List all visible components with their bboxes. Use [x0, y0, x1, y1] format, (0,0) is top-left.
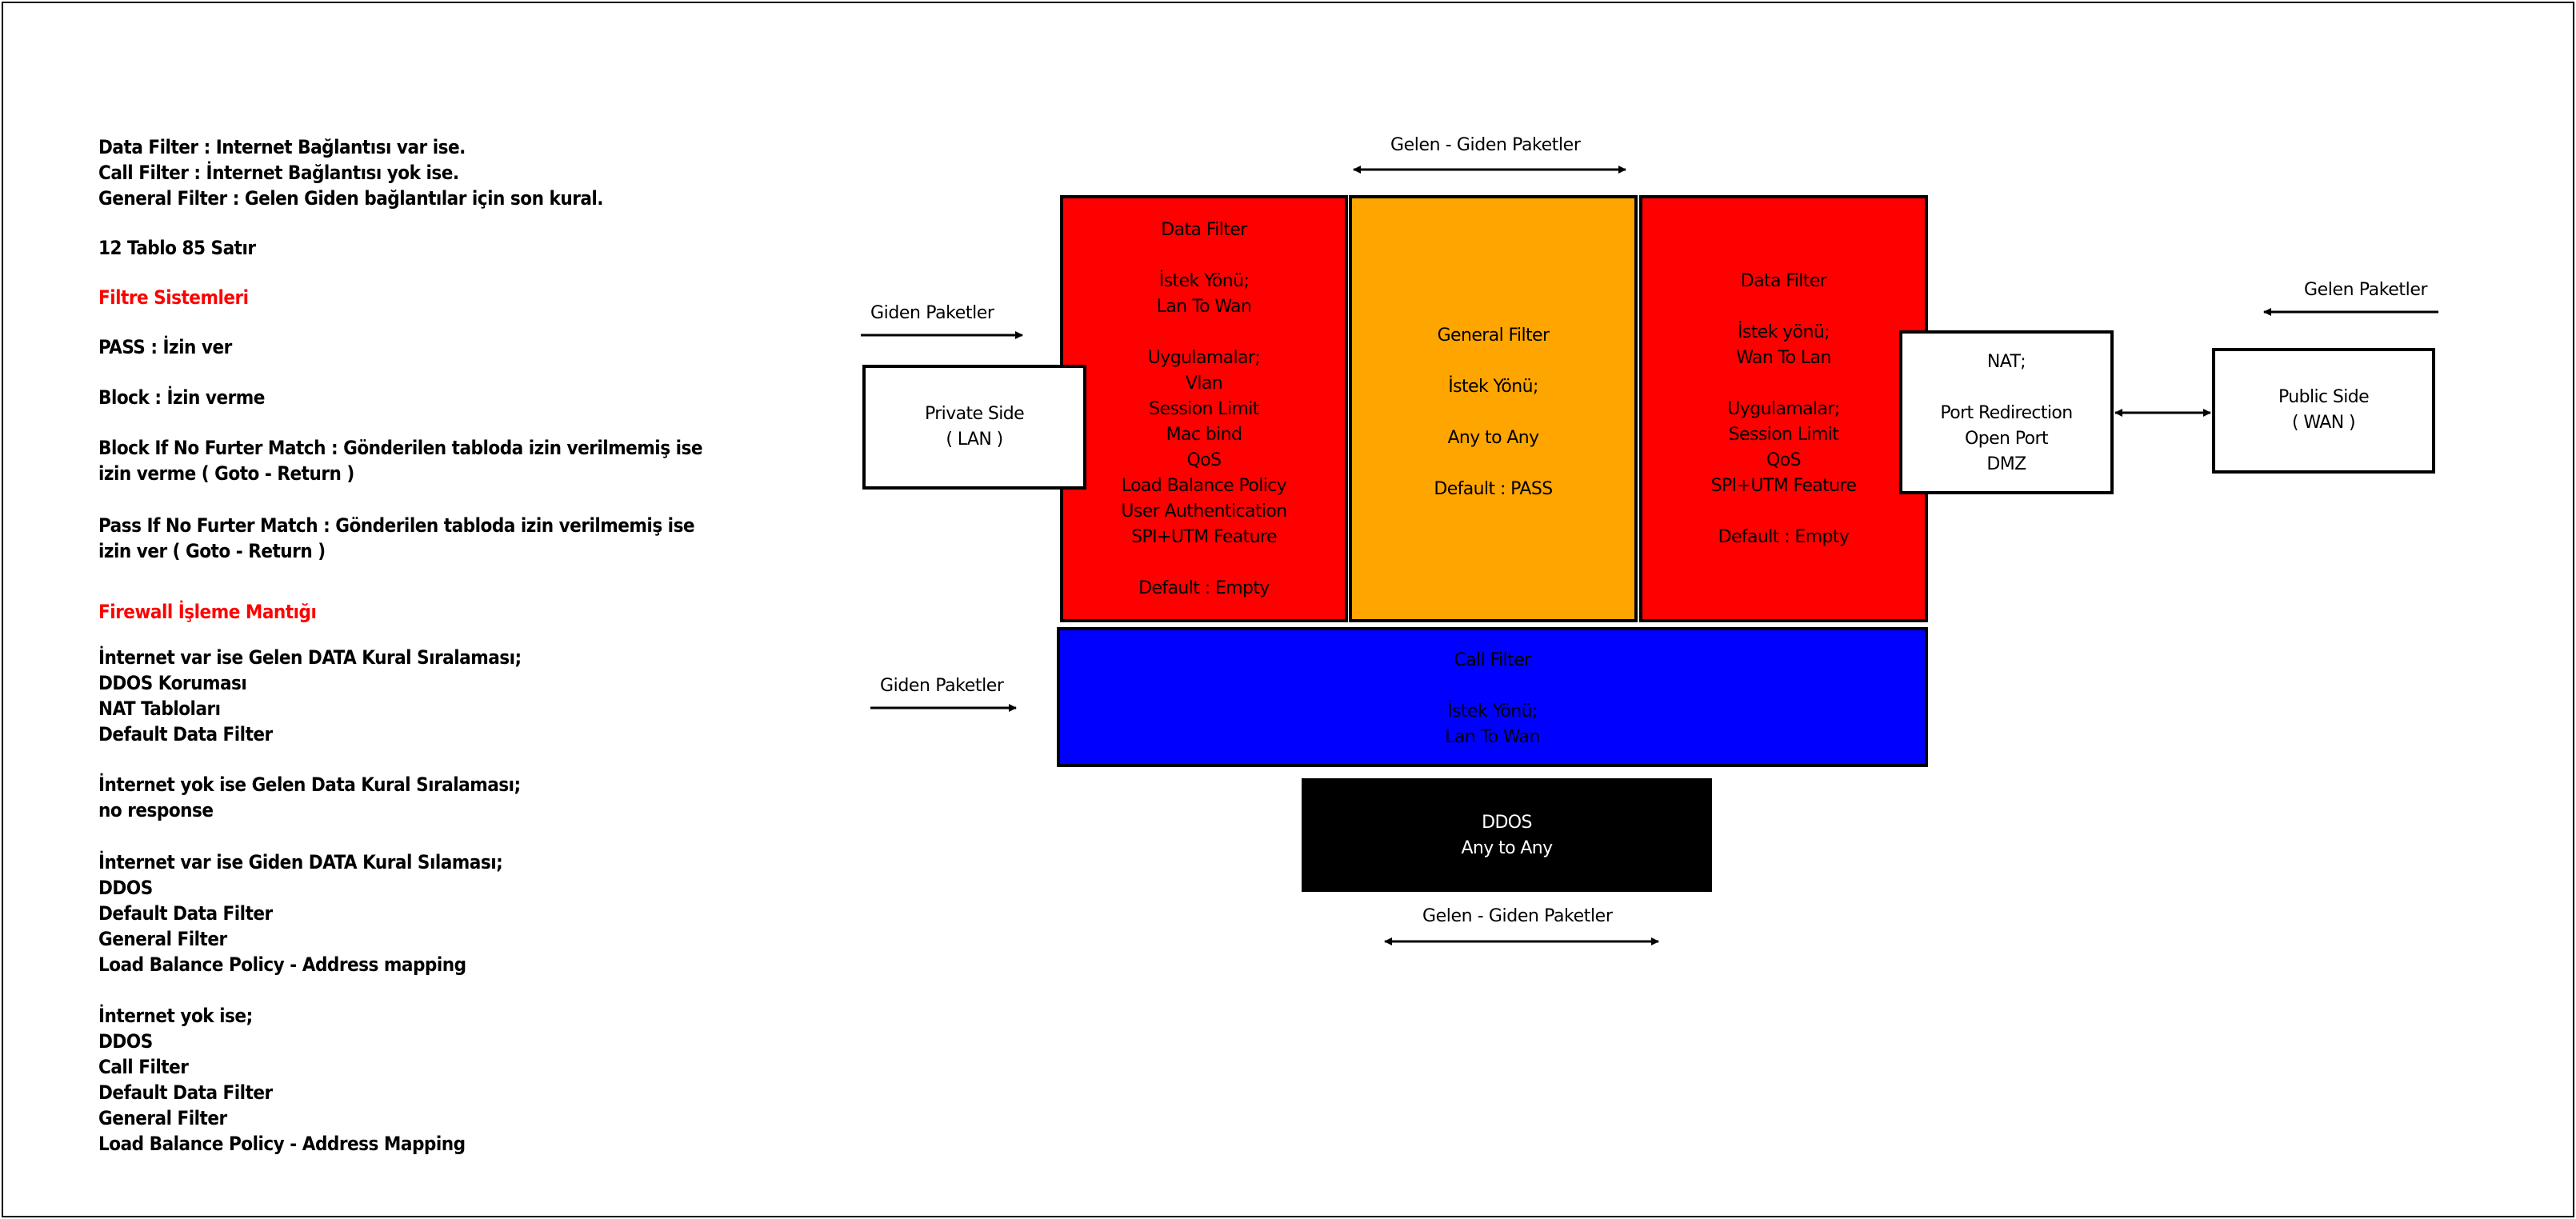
box-text-line: Vlan — [1185, 374, 1223, 394]
incoming-without-internet: İnternet yok ise Gelen Data Kural Sırala… — [98, 772, 521, 823]
box-text-line: Default : Empty — [1138, 578, 1270, 598]
box-text-line: İstek Yönü; — [1158, 271, 1250, 291]
box-text-line: Public Side — [2278, 387, 2370, 407]
block-if-line: izin verme ( Goto - Return ) — [98, 462, 354, 485]
ddos-box: DDOS Any to Any — [1302, 778, 1712, 892]
box-text-line: Data Filter — [1740, 271, 1827, 291]
box-text-line: QoS — [1766, 450, 1802, 470]
list-item: DDOS Koruması — [98, 672, 247, 694]
bottom-bidirectional-label: Gelen - Giden Paketler — [1422, 906, 1613, 926]
outgoing-call-packets-label: Giden Paketler — [880, 676, 1004, 696]
box-text-line: Any to Any — [1461, 838, 1553, 858]
incoming-packets-label: Gelen Paketler — [2304, 280, 2428, 300]
box-text-line: Wan To Lan — [1736, 348, 1831, 368]
box-text-line: Port Redirection — [1940, 403, 2073, 423]
box-text-line: Open Port — [1965, 429, 2049, 449]
box-text-line: İstek Yönü; — [1447, 701, 1538, 721]
list-item: Load Balance Policy - Address mapping — [98, 953, 466, 976]
block-if-definition: Block If No Furter Match : Gönderilen ta… — [98, 435, 702, 486]
outgoing-without-internet: İnternet yok ise; DDOS Call Filter Defau… — [98, 1003, 466, 1157]
outgoing-with-internet: İnternet var ise Giden DATA Kural Sılama… — [98, 849, 503, 977]
incoming-with-internet: İnternet var ise Gelen DATA Kural Sırala… — [98, 645, 522, 747]
box-text-line: Uygulamalar; — [1727, 399, 1840, 419]
box-text-line: ( LAN ) — [946, 430, 1003, 450]
definitions: Data Filter : Internet Bağlantısı var is… — [98, 134, 604, 211]
box-text-line: Data Filter — [1161, 220, 1247, 240]
list-item: General Filter — [98, 928, 227, 950]
filter-systems-heading: Filtre Sistemleri — [98, 286, 249, 309]
pass-if-line: izin ver ( Goto - Return ) — [98, 540, 326, 562]
list-item: DDOS — [98, 1030, 153, 1053]
pass-if-definition: Pass If No Furter Match : Gönderilen tab… — [98, 513, 695, 564]
list-item: Default Data Filter — [98, 902, 273, 925]
firewall-logic-heading: Firewall İşleme Mantığı — [98, 601, 317, 623]
block-definition: Block : İzin verme — [98, 386, 265, 409]
box-text-line: Load Balance Policy — [1121, 476, 1287, 496]
box-text-line: Call Filter — [1454, 650, 1532, 670]
box-text-line: General Filter — [1437, 326, 1550, 346]
list-item: İnternet var ise Giden DATA Kural Sılama… — [98, 851, 503, 873]
list-item: İnternet var ise Gelen DATA Kural Sırala… — [98, 646, 522, 669]
list-item: İnternet yok ise; — [98, 1005, 253, 1027]
public-side-wan-box: Public Side ( WAN ) — [2212, 348, 2435, 474]
box-text-line: ( WAN ) — [2291, 413, 2356, 433]
list-item: İnternet yok ise Gelen Data Kural Sırala… — [98, 773, 521, 796]
box-text-line: Lan To Wan — [1445, 727, 1540, 747]
box-text-line: İstek yönü; — [1737, 322, 1830, 342]
list-item: no response — [98, 799, 214, 821]
list-item: Load Balance Policy - Address Mapping — [98, 1133, 466, 1155]
box-text-line: Default : Empty — [1718, 527, 1850, 547]
box-text-line: NAT; — [1986, 352, 2026, 372]
pass-definition: PASS : İzin ver — [98, 336, 232, 358]
box-text-line: SPI+UTM Feature — [1131, 527, 1277, 547]
block-if-line: Block If No Furter Match : Gönderilen ta… — [98, 437, 702, 459]
list-item: Default Data Filter — [98, 723, 273, 745]
box-text-line: DMZ — [1986, 454, 2026, 474]
definition-data-filter: Data Filter : Internet Bağlantısı var is… — [98, 136, 466, 158]
list-item: Call Filter — [98, 1056, 189, 1078]
box-text-line: Session Limit — [1149, 399, 1259, 419]
box-text-line: Any to Any — [1447, 428, 1539, 448]
box-text-line: Uygulamalar; — [1147, 348, 1261, 368]
outgoing-packets-label: Giden Paketler — [870, 303, 994, 323]
box-text-line: İstek Yönü; — [1448, 377, 1538, 397]
box-text-line: SPI+UTM Feature — [1710, 476, 1857, 496]
list-item: General Filter — [98, 1107, 227, 1129]
top-bidirectional-label: Gelen - Giden Paketler — [1390, 135, 1581, 155]
box-text-line: Lan To Wan — [1156, 297, 1252, 317]
private-side-lan-box: Private Side ( LAN ) — [862, 365, 1086, 490]
box-text-line: Default : PASS — [1434, 479, 1553, 499]
table-count: 12 Tablo 85 Satır — [98, 237, 256, 259]
box-text-line: DDOS — [1482, 813, 1532, 833]
list-item: Default Data Filter — [98, 1081, 273, 1104]
definition-call-filter: Call Filter : İnternet Bağlantısı yok is… — [98, 162, 459, 184]
box-text-line: User Authentication — [1121, 502, 1287, 522]
box-text-line: Private Side — [924, 404, 1025, 424]
list-item: DDOS — [98, 877, 153, 899]
list-item: NAT Tabloları — [98, 697, 221, 720]
box-text-line: QoS — [1186, 450, 1222, 470]
definition-general-filter: General Filter : Gelen Giden bağlantılar… — [98, 187, 604, 210]
box-text-line: Mac bind — [1166, 425, 1242, 445]
pass-if-line: Pass If No Furter Match : Gönderilen tab… — [98, 514, 695, 537]
box-text-line: Session Limit — [1728, 425, 1839, 445]
